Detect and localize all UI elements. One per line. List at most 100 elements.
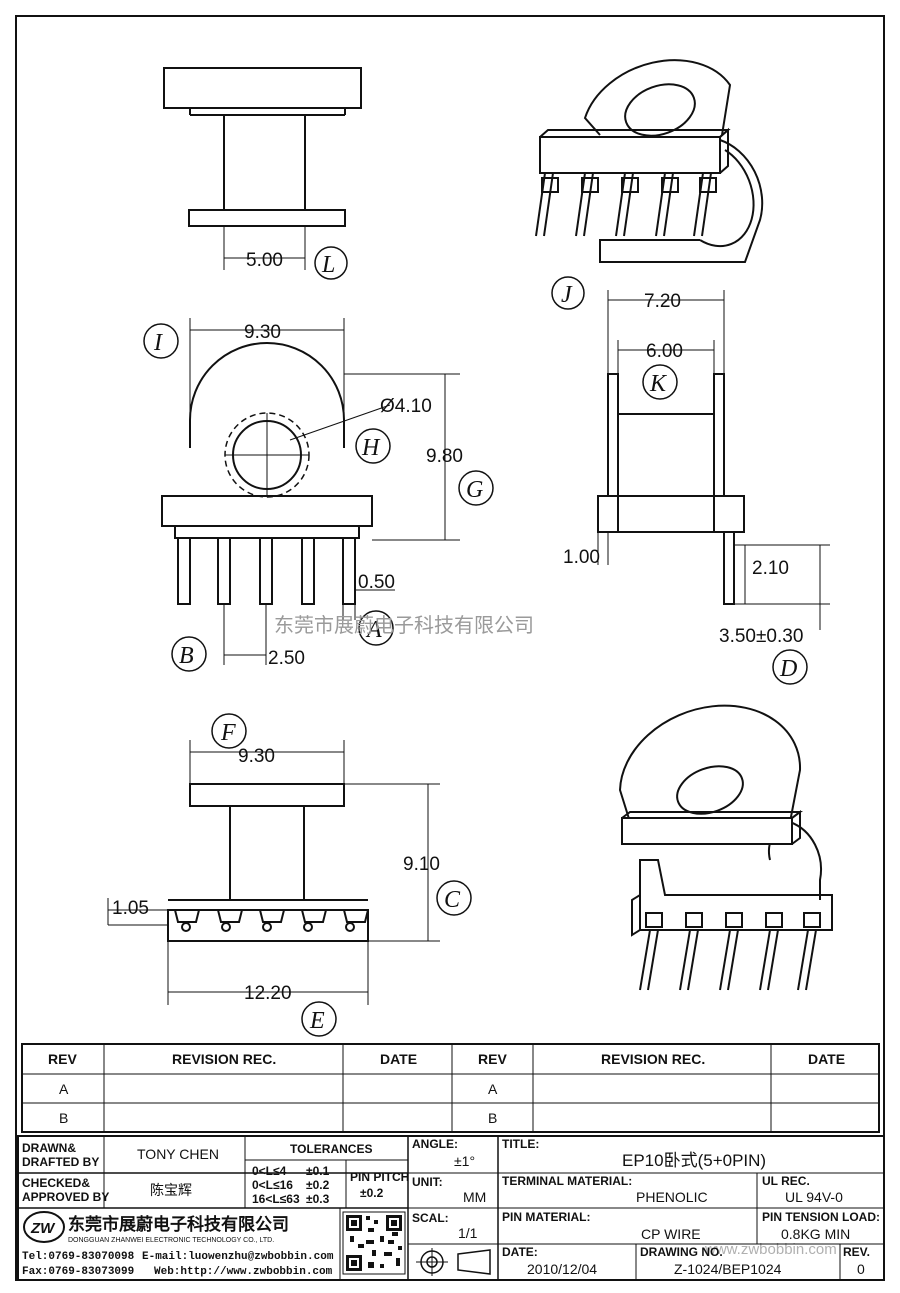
angle-label: ANGLE: bbox=[412, 1137, 458, 1151]
callout-circle-i bbox=[143, 323, 179, 359]
dim-side-width: 7.20 bbox=[644, 291, 681, 312]
watermark-company: 东莞市展蔚电子科技有限公司 bbox=[274, 614, 534, 637]
callout-circle-k bbox=[642, 364, 678, 400]
callout-f: F bbox=[220, 720, 236, 746]
tol-2: 0<L≤16 bbox=[252, 1178, 293, 1192]
projection-symbol bbox=[416, 1248, 491, 1276]
tol-3: 16<L≤63 bbox=[252, 1192, 300, 1206]
callout-e: E bbox=[309, 1008, 325, 1034]
rev-header-rev-2: REV bbox=[478, 1051, 507, 1067]
scal-label: SCAL: bbox=[412, 1211, 449, 1225]
dim-pin-dia: 0.50 bbox=[358, 572, 395, 593]
rev-header-rec-2: REVISION REC. bbox=[601, 1051, 705, 1067]
date-value: 2010/12/04 bbox=[527, 1261, 597, 1277]
company-web: Web:http://www.zwbobbin.com bbox=[154, 1266, 333, 1278]
scal-value: 1/1 bbox=[458, 1225, 478, 1241]
checked-value: 陈宝辉 bbox=[150, 1182, 192, 1198]
callout-d: D bbox=[779, 656, 797, 682]
tolerances-label: TOLERANCES bbox=[290, 1142, 372, 1156]
company-fax: Fax:0769-83073099 bbox=[22, 1266, 134, 1278]
callout-g: G bbox=[466, 477, 483, 503]
callout-circle-c bbox=[436, 880, 472, 916]
rev-header-date-2: DATE bbox=[808, 1051, 845, 1067]
callout-j: J bbox=[561, 282, 573, 308]
callout-h: H bbox=[361, 435, 381, 461]
drawing-no-value: Z-1024/BEP1024 bbox=[674, 1261, 782, 1277]
checked-label-1: CHECKED& bbox=[22, 1176, 90, 1190]
pin-pitch-label: PIN PITCH bbox=[350, 1170, 409, 1184]
tol-1v: ±0.1 bbox=[306, 1164, 330, 1178]
dim-pin-total: 3.50±0.30 bbox=[719, 626, 803, 647]
company-email: E-mail:luowenzhu@zwbobbin.com bbox=[142, 1251, 334, 1263]
dim-pin-length: 2.10 bbox=[752, 558, 789, 579]
tol-3v: ±0.3 bbox=[306, 1192, 330, 1206]
rev-row-a-2: A bbox=[488, 1081, 498, 1097]
iso-view-bottom bbox=[618, 704, 833, 991]
watermark-site: www.zwbobbin.com bbox=[704, 1241, 837, 1258]
checked-label-2: APPROVED BY bbox=[22, 1190, 109, 1204]
dim-bottom-height: 9.10 bbox=[403, 854, 440, 875]
top-view bbox=[163, 67, 362, 270]
title-value: EP10卧式(5+0PIN) bbox=[622, 1151, 766, 1170]
drawn-label-2: DRAFTED BY bbox=[22, 1155, 99, 1169]
dim-bottom-base: 12.20 bbox=[244, 983, 292, 1004]
rev-header-rev-1: REV bbox=[48, 1051, 77, 1067]
rev-row-b-1: B bbox=[59, 1110, 68, 1126]
side-dims bbox=[597, 290, 830, 630]
callout-c: C bbox=[444, 887, 461, 913]
callout-circle-f bbox=[211, 713, 247, 749]
company-tel: Tel:0769-83070098 bbox=[22, 1251, 135, 1263]
rev-row-a-1: A bbox=[59, 1081, 69, 1097]
callout-l: L bbox=[321, 252, 335, 278]
tol-1: 0<L≤4 bbox=[252, 1164, 287, 1178]
dim-bottom-width: 9.30 bbox=[238, 746, 275, 767]
title-block bbox=[17, 1135, 885, 1281]
tol-2v: ±0.2 bbox=[306, 1178, 330, 1192]
drawing-no-label: DRAWING NO. bbox=[640, 1245, 723, 1259]
callout-circle-g bbox=[458, 470, 494, 506]
company-logo: ZW bbox=[23, 1211, 65, 1243]
side-view bbox=[597, 373, 745, 605]
callout-i: I bbox=[153, 330, 163, 356]
drawn-value: TONY CHEN bbox=[137, 1146, 219, 1162]
company-en: DONGGUAN ZHANWEI ELECTRONIC TECHNOLOGY C… bbox=[68, 1237, 274, 1244]
dim-pin-pitch: 2.50 bbox=[268, 648, 305, 669]
front-view bbox=[161, 342, 373, 605]
qr-code bbox=[342, 1211, 406, 1275]
rev-row-b-2: B bbox=[488, 1110, 497, 1126]
pin-pitch-value: ±0.2 bbox=[360, 1186, 384, 1200]
angle-value: ±1° bbox=[454, 1153, 475, 1169]
unit-label: UNIT: bbox=[412, 1175, 443, 1189]
callout-circle-e bbox=[301, 1001, 337, 1037]
pin-material-label: PIN MATERIAL: bbox=[502, 1210, 590, 1224]
callout-circle-a bbox=[358, 610, 394, 646]
callout-a: A bbox=[365, 617, 382, 643]
dim-hole-dia: Ø4.10 bbox=[380, 396, 432, 417]
date-label: DATE: bbox=[502, 1245, 538, 1259]
company-cn: 东莞市展蔚电子科技有限公司 bbox=[68, 1214, 289, 1234]
rev-label: REV. bbox=[843, 1245, 870, 1259]
callout-circle-h bbox=[355, 428, 391, 464]
dim-side-flange: 1.00 bbox=[563, 547, 600, 568]
logo-text: ZW bbox=[30, 1220, 56, 1237]
bottom-view bbox=[167, 783, 369, 942]
dim-side-inner: 6.00 bbox=[646, 341, 683, 362]
dim-top-width: 5.00 bbox=[246, 250, 283, 271]
callout-b: B bbox=[179, 643, 194, 669]
revision-table bbox=[21, 1043, 880, 1133]
callout-k: K bbox=[649, 371, 668, 397]
bottom-dims bbox=[107, 740, 440, 1005]
dim-bottom-offset: 1.05 bbox=[112, 898, 149, 919]
callout-circle-b bbox=[171, 636, 207, 672]
terminal-value: PHENOLIC bbox=[636, 1189, 708, 1205]
pin-material-value: CP WIRE bbox=[641, 1226, 701, 1242]
tension-value: 0.8KG MIN bbox=[781, 1226, 850, 1242]
title-label: TITLE: bbox=[502, 1137, 539, 1151]
rev-header-date-1: DATE bbox=[380, 1051, 417, 1067]
dim-front-width: 9.30 bbox=[244, 322, 281, 343]
ul-value: UL 94V-0 bbox=[785, 1189, 843, 1205]
ul-label: UL REC. bbox=[762, 1174, 810, 1188]
rev-header-rec-1: REVISION REC. bbox=[172, 1051, 276, 1067]
tension-label: PIN TENSION LOAD: bbox=[762, 1210, 880, 1224]
